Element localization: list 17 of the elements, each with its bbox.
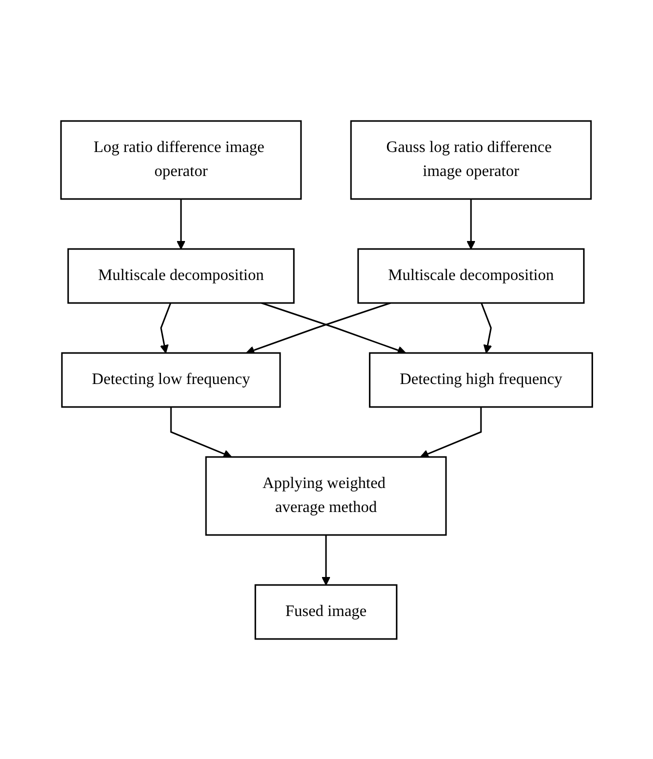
arrow (480, 302, 492, 353)
arrow (160, 302, 172, 353)
node-box: Applying weighted average method (205, 456, 447, 536)
arrow (170, 406, 232, 458)
node-box: Log ratio difference image operator (60, 120, 302, 200)
arrow (420, 406, 482, 458)
arrow (321, 534, 330, 585)
node-box: Fused image (254, 584, 398, 640)
node-box: Gauss log ratio difference image operator (350, 120, 592, 200)
arrow (246, 302, 391, 354)
node-box: Multiscale decomposition (67, 248, 294, 304)
arrow (466, 198, 476, 249)
arrow (176, 198, 186, 249)
node-box: Multiscale decomposition (357, 248, 584, 304)
node-box: Detecting high frequency (368, 352, 593, 408)
arrow (261, 302, 406, 354)
node-box: Detecting low frequency (61, 352, 281, 408)
